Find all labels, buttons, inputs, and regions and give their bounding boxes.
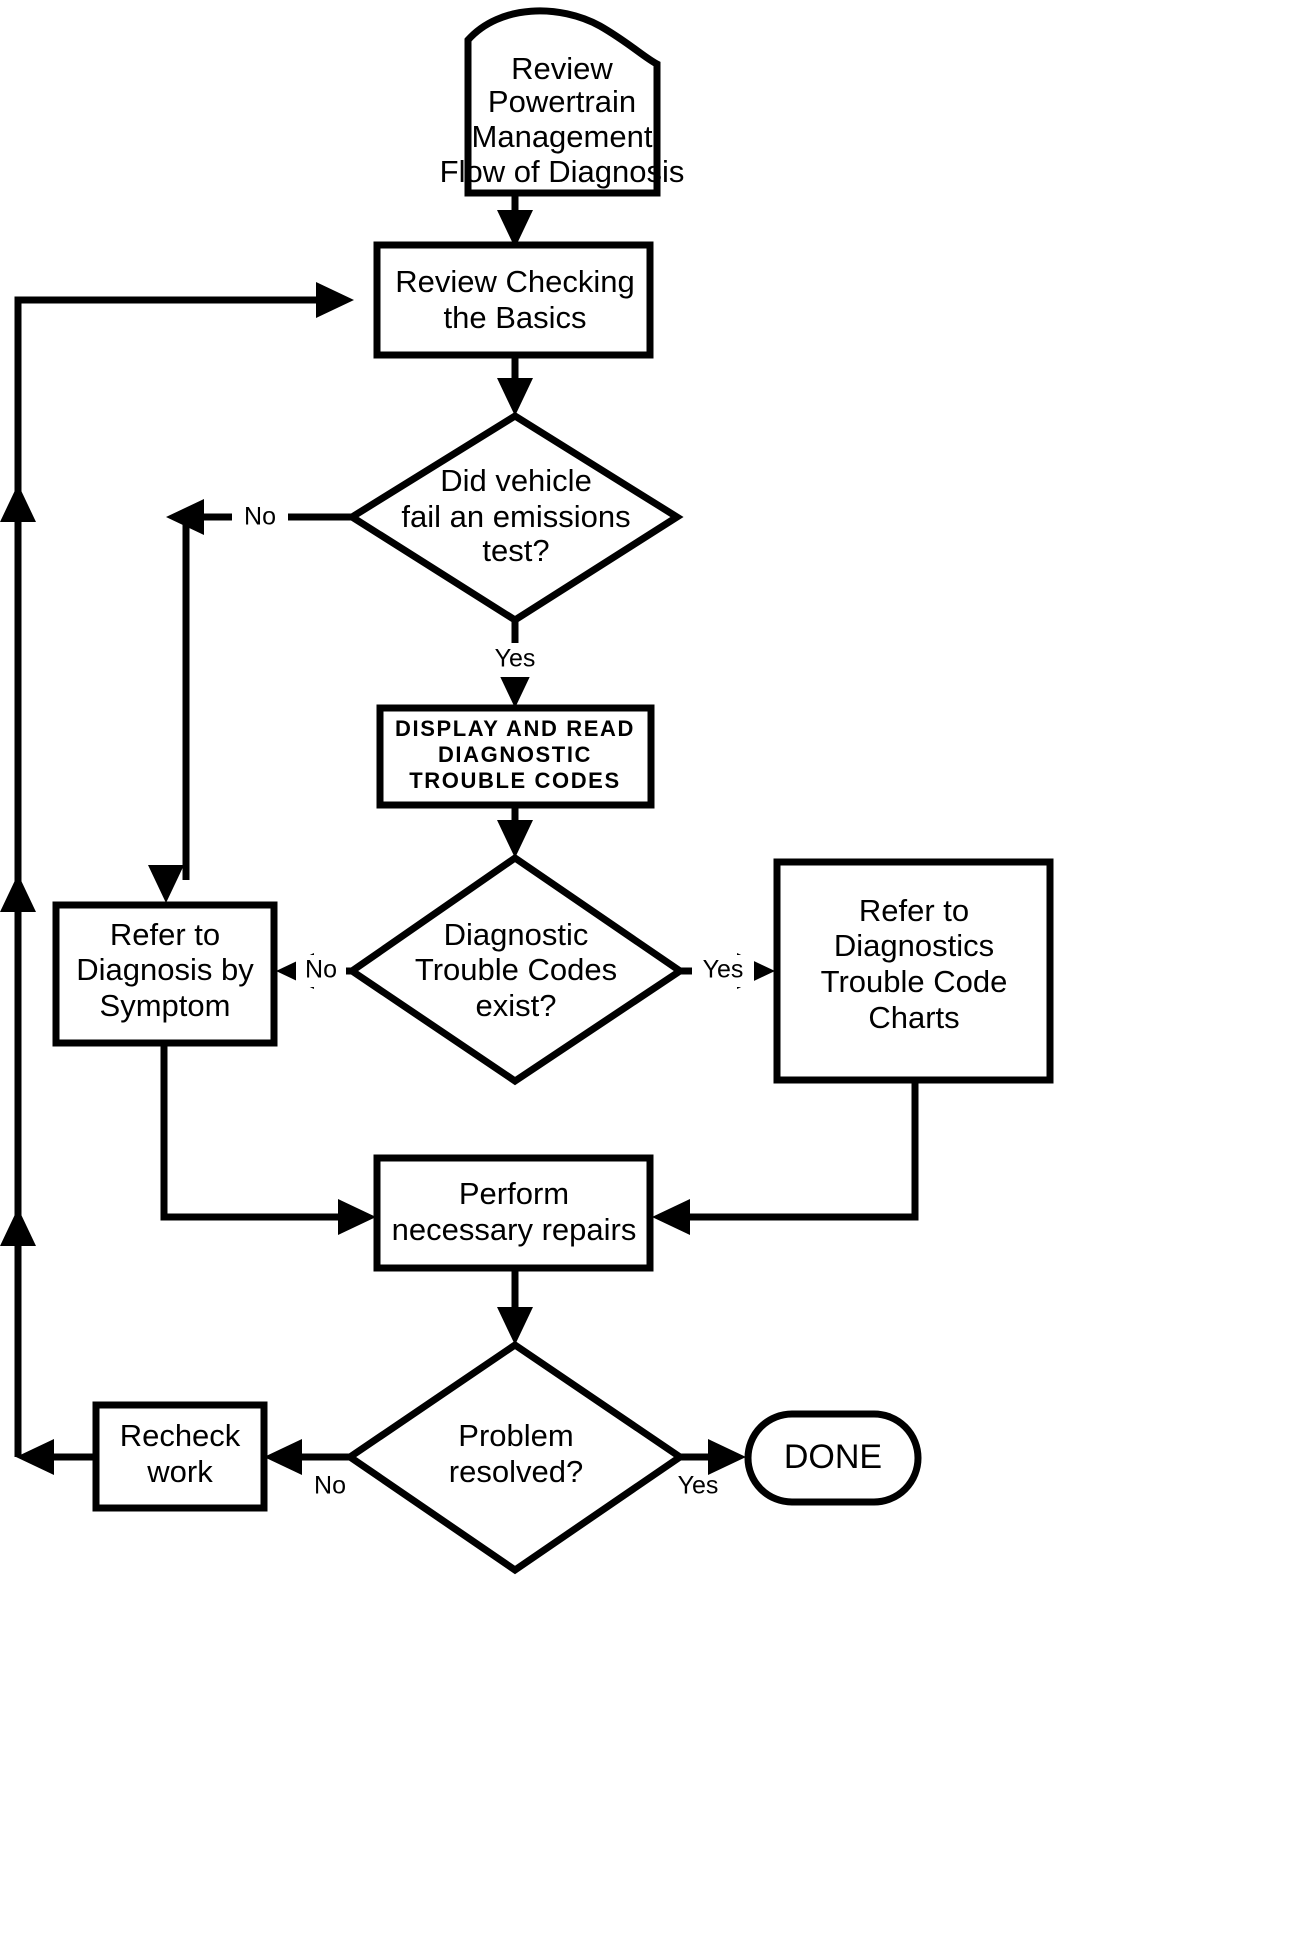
node-label-line: Diagnostic (444, 917, 589, 952)
edge-label-codes-yes: Yes (692, 955, 754, 987)
edge-emissions-no-to-refer-symptom (148, 499, 352, 903)
node-label-line: Diagnosis by (76, 952, 254, 987)
node-label-line: DONE (784, 1438, 882, 1476)
node-refer-diagnosis-by-symptom[interactable]: Refer to Diagnosis by Symptom (52, 901, 278, 1047)
edge-review-basics-to-emissions-test (497, 355, 533, 416)
edge-display-read-to-codes-exist (497, 805, 533, 858)
node-label-line: Refer to (110, 917, 220, 952)
node-label-line: Trouble Code (821, 964, 1008, 999)
node-label-line: Refer to (859, 893, 969, 928)
node-label-line: Powertrain (488, 84, 636, 119)
node-label-line: Problem (458, 1418, 573, 1453)
node-emissions-test-decision[interactable]: Did vehicle fail an emissions test? (345, 411, 684, 625)
svg-text:Yes: Yes (703, 956, 744, 984)
edge-recheck-work-to-review-basics-loop (0, 282, 354, 1475)
edge-review-flow-to-review-basics (497, 193, 533, 248)
node-done-terminator[interactable]: DONE (744, 1410, 922, 1506)
node-label-line: DIAGNOSTIC (438, 742, 592, 767)
node-codes-exist-decision[interactable]: Diagnostic Trouble Codes exist? (345, 853, 687, 1086)
svg-text:No: No (305, 956, 337, 984)
edge-refer-symptom-to-perform-repairs (160, 1043, 376, 1235)
node-review-checking-basics[interactable]: Review Checking the Basics (373, 241, 654, 359)
edge-label-emissions-yes: Yes (486, 643, 544, 677)
edge-refer-charts-to-perform-repairs (652, 1080, 919, 1235)
edge-resolved-no-to-recheck-work (264, 1439, 350, 1475)
node-label-line: Review (511, 51, 613, 86)
svg-text:Yes: Yes (678, 1472, 719, 1500)
node-label-line: Management (472, 119, 653, 154)
edge-perform-repairs-to-problem-resolved (497, 1268, 533, 1345)
node-label-line: Flow of Diagnosis (440, 154, 685, 189)
node-problem-resolved-decision[interactable]: Problem resolved? (343, 1340, 687, 1575)
svg-text:No: No (244, 503, 276, 531)
edge-label-resolved-yes: Yes (678, 1472, 719, 1500)
node-label-line: the Basics (443, 300, 586, 335)
node-label-line: necessary repairs (392, 1212, 637, 1247)
node-perform-necessary-repairs[interactable]: Perform necessary repairs (373, 1154, 654, 1272)
edge-resolved-yes-to-done (680, 1439, 746, 1475)
node-label-line: Recheck (120, 1418, 241, 1453)
edge-label-codes-no: No (296, 955, 346, 987)
node-label-line: Trouble Codes (415, 952, 617, 987)
edge-label-resolved-no: No (314, 1472, 346, 1500)
node-label-line: DISPLAY AND READ (395, 716, 635, 741)
node-review-powertrain-flow[interactable]: Review Powertrain Management Flow of Dia… (440, 7, 685, 197)
node-label-line: resolved? (449, 1454, 583, 1489)
node-label-line: Charts (868, 1000, 959, 1035)
node-refer-dtc-charts[interactable]: Refer to Diagnostics Trouble Code Charts (773, 858, 1054, 1084)
node-label-line: Diagnostics (834, 928, 994, 963)
node-label-line: TROUBLE CODES (409, 768, 620, 793)
node-label-line: exist? (476, 988, 557, 1023)
node-label-line: Perform (459, 1176, 569, 1211)
node-label-line: Review Checking (395, 264, 635, 299)
node-label-line: fail an emissions (401, 499, 630, 534)
node-label-line: Symptom (100, 988, 231, 1023)
node-label-line: test? (482, 533, 549, 568)
edge-label-emissions-no: No (232, 500, 288, 534)
node-label-line: work (146, 1454, 213, 1489)
node-label-line: Did vehicle (440, 463, 592, 498)
svg-text:No: No (314, 1472, 346, 1500)
svg-text:Yes: Yes (495, 645, 536, 673)
node-recheck-work[interactable]: Recheck work (92, 1401, 268, 1512)
node-display-read-dtc[interactable]: DISPLAY AND READ DIAGNOSTIC TROUBLE CODE… (376, 704, 655, 809)
